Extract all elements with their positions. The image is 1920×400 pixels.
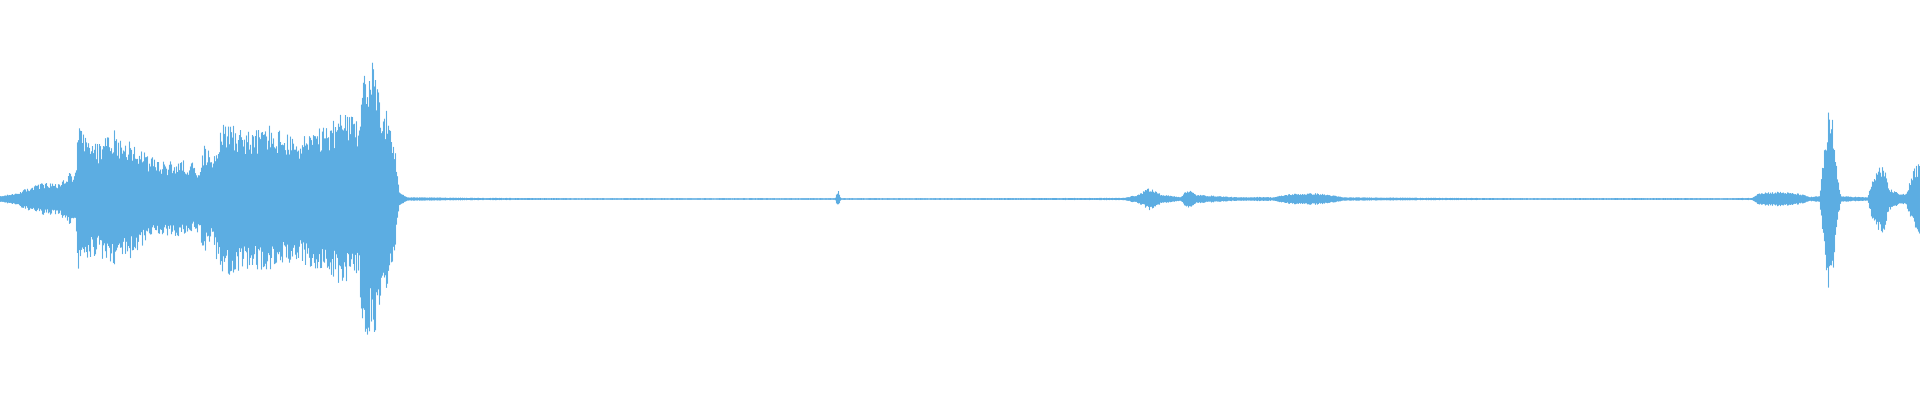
waveform-peaks xyxy=(0,62,1920,335)
